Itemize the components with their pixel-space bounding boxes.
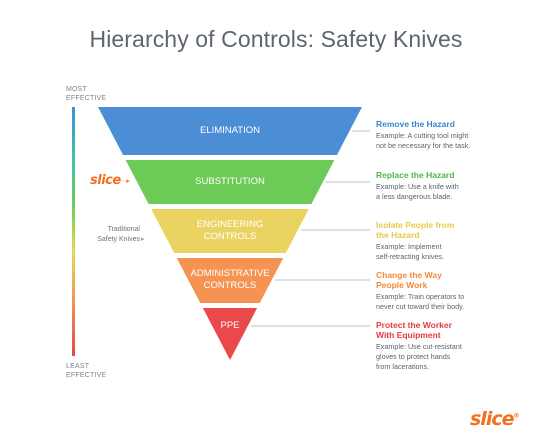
control-example-line: Example: Train operators to: [376, 292, 465, 301]
scale-bottom-line: LEAST: [66, 363, 90, 370]
control-heading: Remove the Hazard: [376, 119, 506, 129]
scale-top-label: MOST EFFECTIVE: [66, 85, 106, 103]
tier-label-line: SUBSTITUTION: [195, 176, 265, 187]
pyramid-tier: [151, 209, 309, 253]
control-example-line: self-retracting knives.: [376, 252, 444, 261]
control-example-line: from lacerations.: [376, 362, 430, 371]
slice-logo-text: slice: [470, 408, 514, 430]
traditional-label-line: Safety Knives: [97, 236, 140, 243]
traditional-safety-knives-label: Traditional Safety Knives: [72, 225, 140, 245]
scale-bottom-label: LEAST EFFECTIVE: [66, 362, 106, 380]
diagram-title: Hierarchy of Controls: Safety Knives: [89, 26, 463, 52]
effectiveness-scale-bar: [72, 107, 75, 356]
slice-logo-left: slice: [90, 173, 121, 188]
control-heading-line: With Equipment: [376, 330, 441, 340]
registered-mark: ®: [513, 412, 519, 420]
control-heading-line: Remove the Hazard: [376, 119, 455, 129]
pyramid-tier: [125, 160, 335, 204]
tier-label: SUBSTITUTION: [160, 176, 300, 188]
control-example-line: Example: Implement: [376, 242, 442, 251]
scale-top-line: EFFECTIVE: [66, 95, 107, 102]
control-example-line: Example: A cutting tool might: [376, 131, 469, 140]
control-heading: Replace the Hazard: [376, 170, 506, 180]
control-heading-line: People Work: [376, 280, 428, 290]
control-example-line: Example: Use a knife with: [376, 182, 459, 191]
slice-logo-bottom: slice®: [470, 408, 519, 430]
arrow-right-icon: ▸: [141, 236, 145, 243]
pyramid-tier: [202, 308, 258, 360]
control-heading-line: Isolate People from: [376, 220, 455, 230]
control-example-line: gloves to protect hands: [376, 352, 451, 361]
control-example-line: a less dangerous blade.: [376, 192, 453, 201]
tier-label-line: ELIMINATION: [200, 125, 260, 136]
traditional-label-line: Traditional: [107, 226, 140, 233]
control-example-line: Example: Use cut-resistant: [376, 342, 462, 351]
pyramid-tier: [98, 107, 362, 155]
pyramid-tier: [176, 258, 284, 303]
tier-label-line: CONTROLS: [203, 231, 257, 242]
tier-label-line: ADMINISTRATIVE: [190, 268, 270, 279]
control-example-line: never cut toward their body.: [376, 302, 465, 311]
tier-label-line: PPE: [220, 320, 240, 331]
tier-label-line: CONTROLS: [203, 280, 257, 291]
scale-top-line: MOST: [66, 86, 88, 93]
arrow-right-icon: ····▸: [117, 178, 130, 185]
control-heading-line: the Hazard: [376, 230, 420, 240]
control-heading-line: Protect the Worker: [376, 320, 452, 330]
tier-label: ELIMINATION: [160, 125, 300, 137]
tier-label-line: ENGINEERING: [196, 219, 264, 230]
scale-bottom-line: EFFECTIVE: [66, 372, 107, 379]
control-heading-line: Change the Way: [376, 270, 442, 280]
control-example-line: not be necessary for the task.: [376, 141, 471, 150]
control-heading-line: Replace the Hazard: [376, 170, 455, 180]
tier-label: PPE: [160, 320, 300, 332]
